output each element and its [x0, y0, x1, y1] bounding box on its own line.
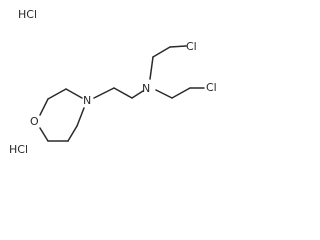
bond-ring-left-o [39, 98, 49, 116]
hcl-label-top: HCl [18, 8, 37, 21]
bond-upper-ch2-cl [169, 45, 187, 48]
bond-n-ch2 [93, 87, 115, 99]
chlorine-upper-label: Cl [186, 40, 197, 53]
structure-diagram: HCl HCl O N N Cl Cl [9, 8, 217, 156]
amine-nitrogen-label: N [142, 82, 150, 95]
bond-ring-upper-left [47, 88, 67, 100]
chlorine-lower-label: Cl [206, 81, 217, 94]
bond-amine-upper-ch2 [149, 56, 154, 80]
bond-amine-lower-ch2 [155, 89, 173, 99]
bond-ring-o-lower-left [39, 127, 49, 142]
hcl-label-bottom: HCl [9, 143, 28, 156]
bond-ring-right-n [76, 107, 85, 127]
bond-ch2-amine [131, 90, 144, 99]
bond-ring-n-upper-left [65, 88, 83, 99]
oxygen-atom-label: O [30, 115, 39, 128]
bond-lower-ch2-ch2 [171, 87, 191, 99]
bond-ring-lower-right [67, 125, 78, 142]
bond-ch2-ch2 [113, 87, 133, 99]
morpholine-nitrogen-label: N [83, 94, 91, 107]
bond-upper-ch2-ch2 [152, 46, 171, 58]
